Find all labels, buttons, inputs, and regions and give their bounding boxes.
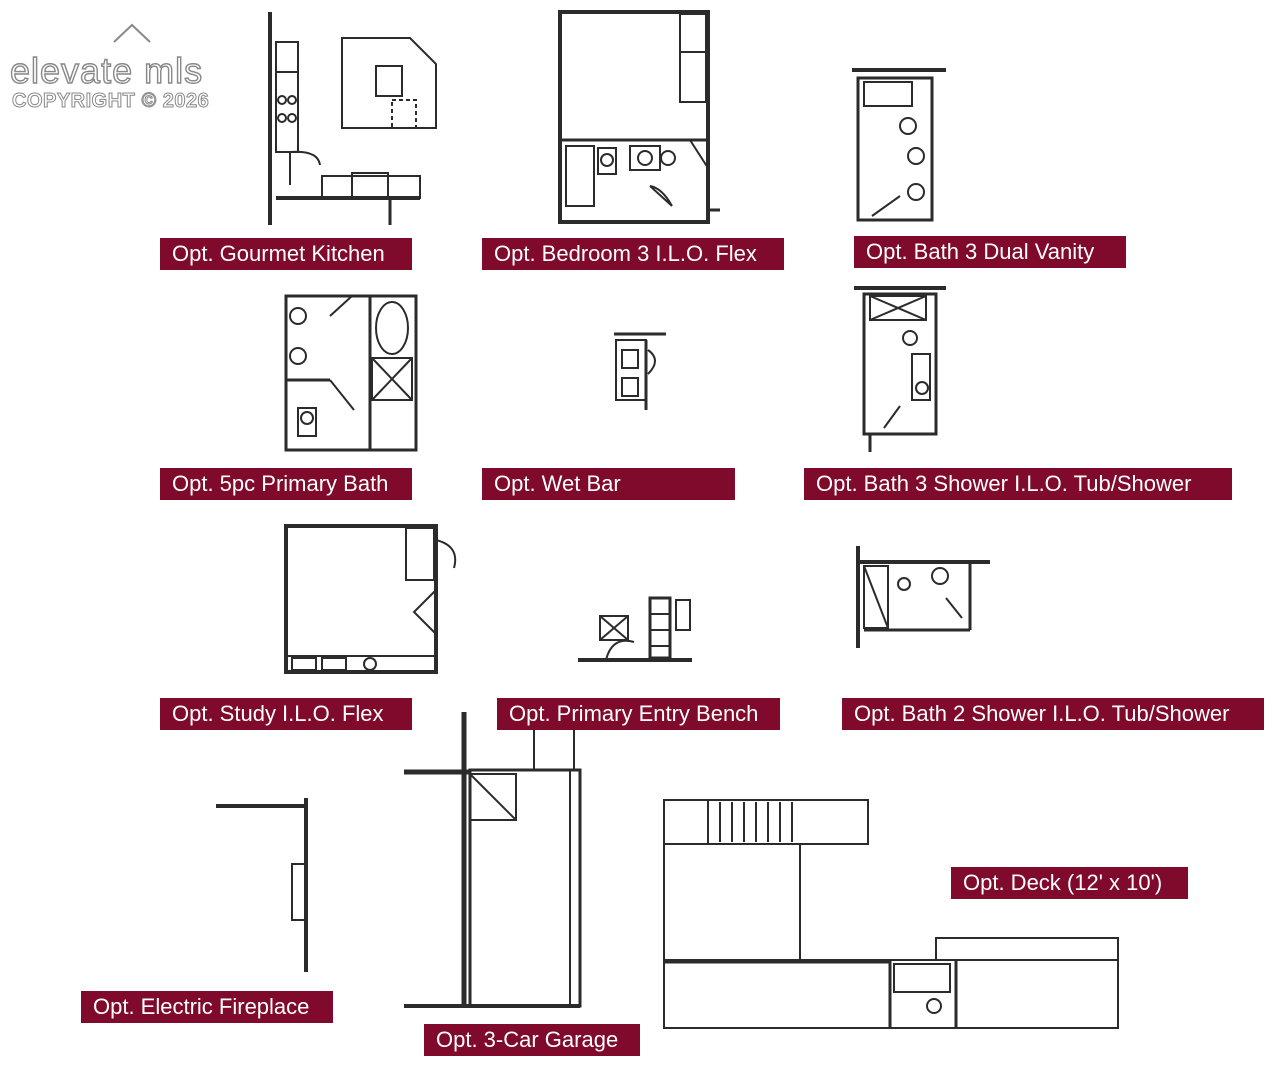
label-bath-2-shower: Opt. Bath 2 Shower I.L.O. Tub/Shower: [842, 698, 1264, 730]
plan-electric-fireplace: [216, 798, 308, 972]
plan-bath-2-shower: [856, 546, 990, 648]
roof-logo-icon: [113, 23, 151, 43]
plan-gourmet-kitchen: [268, 12, 437, 225]
plan-bedroom-3: [558, 10, 720, 224]
plan-3-car-garage: [404, 712, 582, 1008]
plan-primary-entry-bench: [578, 596, 692, 662]
label-study: Opt. Study I.L.O. Flex: [160, 698, 412, 730]
plan-study: [284, 524, 457, 674]
plan-bath-3-dual-vanity: [852, 68, 946, 222]
plan-primary-bath: [284, 294, 418, 452]
plan-wet-bar: [614, 332, 666, 410]
label-electric-fireplace: Opt. Electric Fireplace: [81, 991, 333, 1023]
plan-deck: [663, 799, 1119, 1029]
watermark-brand: elevate mls: [9, 49, 204, 91]
label-3-car-garage: Opt. 3-Car Garage: [424, 1024, 640, 1056]
watermark-copyright: COPYRIGHT © 2026: [11, 90, 210, 113]
label-bath-3-shower: Opt. Bath 3 Shower I.L.O. Tub/Shower: [804, 468, 1232, 500]
label-gourmet-kitchen: Opt. Gourmet Kitchen: [160, 238, 412, 270]
label-bath-3-dual-vanity: Opt. Bath 3 Dual Vanity: [854, 236, 1126, 268]
label-deck: Opt. Deck (12' x 10'): [951, 867, 1188, 899]
label-bedroom-3: Opt. Bedroom 3 I.L.O. Flex: [482, 238, 784, 270]
plan-bath-3-shower: [854, 286, 946, 452]
label-wet-bar: Opt. Wet Bar: [482, 468, 735, 500]
elevate-mls-watermark: elevate mls COPYRIGHT © 2026: [8, 18, 253, 118]
label-entry-bench: Opt. Primary Entry Bench: [497, 698, 780, 730]
label-primary-bath: Opt. 5pc Primary Bath: [160, 468, 412, 500]
